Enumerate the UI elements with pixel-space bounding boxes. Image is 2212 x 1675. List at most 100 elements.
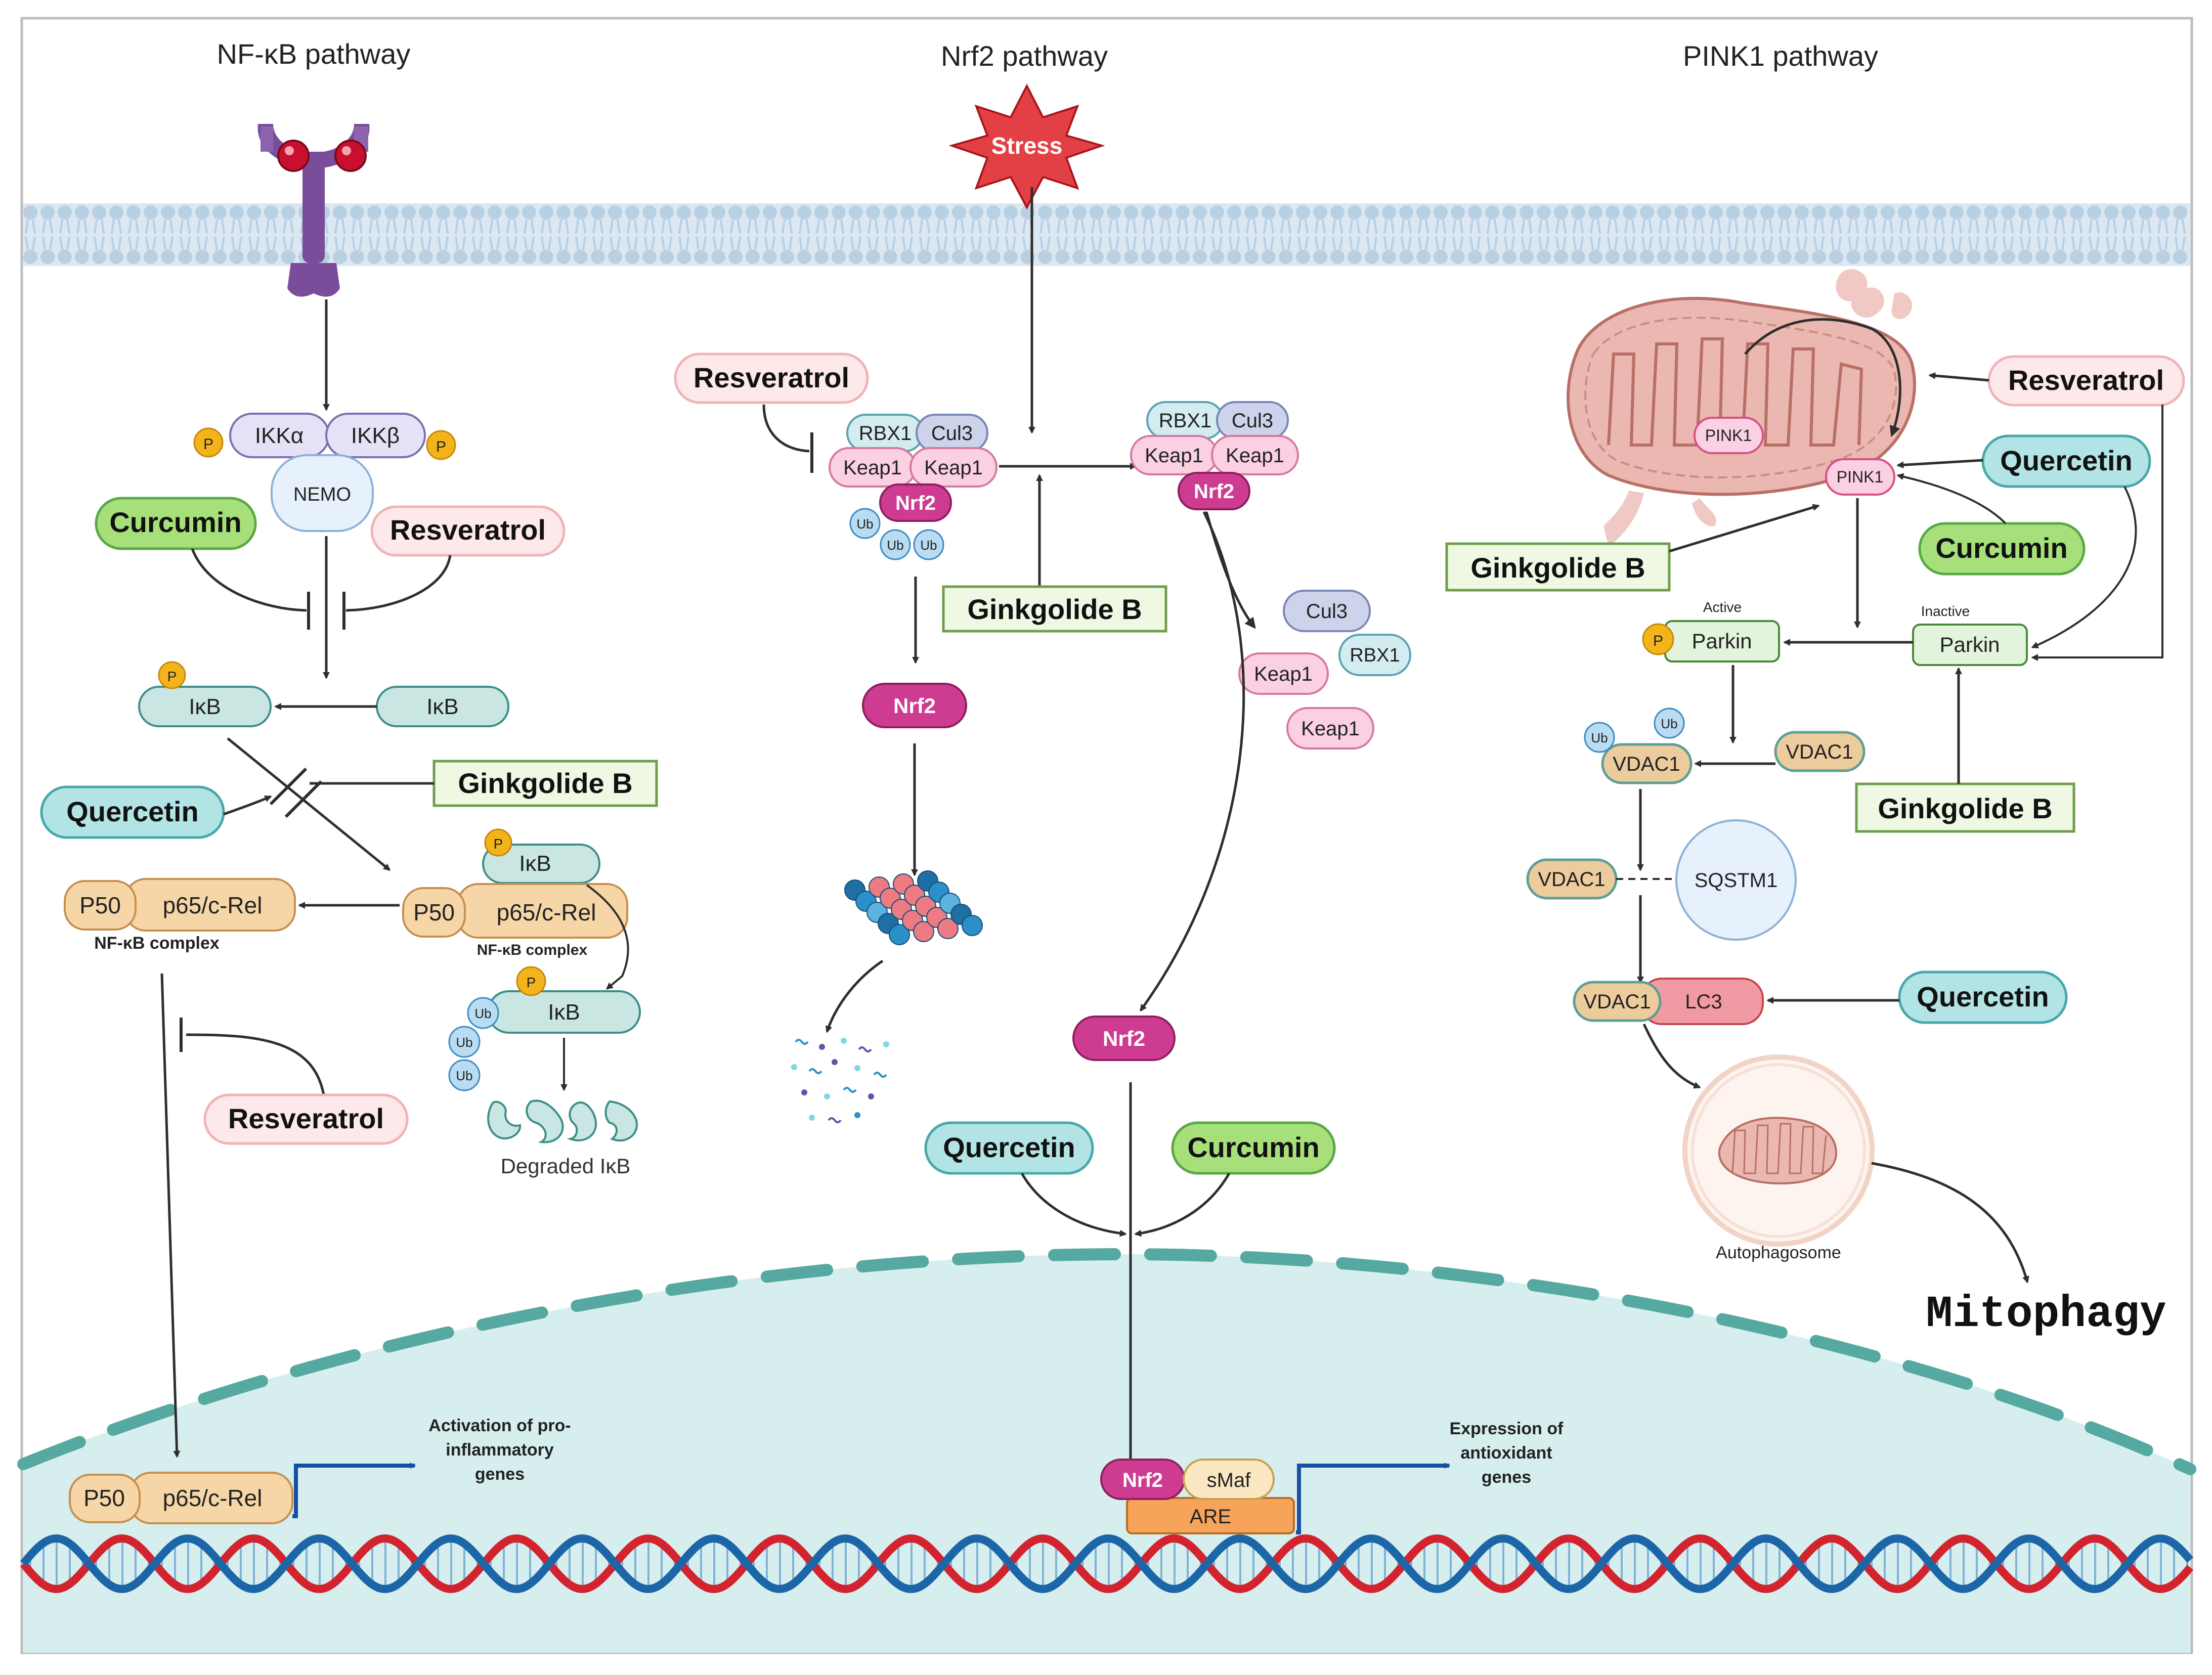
vdac1-sqstm1-label: VDAC1 — [1538, 868, 1605, 891]
activation-line-3: genes — [475, 1465, 525, 1484]
stress-icon: Stress — [948, 83, 1105, 210]
vdac1-ub-2 — [1654, 708, 1685, 739]
ub-3 — [448, 1059, 481, 1091]
ginkgolide-parkin-node: Ginkgolide B — [1855, 782, 2075, 833]
nrf2-nuclear-complex: ARE Nrf2 sMaf — [1100, 1459, 1295, 1534]
ub-2 — [448, 1026, 481, 1058]
nrf2-released-node — [1178, 472, 1250, 510]
inactive-parkin-caption: Inactive — [1921, 603, 1970, 619]
rbx1-released-label: RBX1 — [1159, 410, 1212, 432]
pink1-mito-node: PINK1 — [1694, 417, 1764, 454]
nrf2-bound-label: Nrf2 — [895, 492, 936, 514]
p50-nuclear-node — [69, 1474, 141, 1523]
curcumin-pink1-label: Curcumin — [1935, 532, 2067, 564]
parkin-phospho — [1642, 623, 1674, 655]
cul3-released-label: Cul3 — [1232, 410, 1273, 432]
ub-ikb-label: IκB — [548, 1000, 580, 1025]
pink1-stabilized-node: PINK1 — [1825, 458, 1895, 496]
mitophagy-label: Mitophagy — [1926, 1290, 2166, 1340]
degraded-ikb-icon — [487, 1099, 638, 1143]
ginkgolide-nrf2-node: Ginkgolide B — [942, 585, 1167, 633]
quercetin-nfkb-label: Quercetin — [66, 796, 198, 827]
resveratrol-activates-parkin — [2031, 405, 2163, 661]
activation-line-2: inflammatory — [446, 1440, 554, 1460]
ub-1-label: Ub — [474, 1006, 491, 1021]
vdac1-lc3-label: VDAC1 — [1583, 991, 1651, 1013]
smaf-label: sMaf — [1207, 1469, 1251, 1491]
ikk-alpha-label: IKKα — [255, 423, 303, 448]
nfkb-nuclear-complex: p65/c-Rel P50 — [69, 1472, 293, 1524]
ub-ikb-phospho — [516, 966, 546, 996]
ginkgolide-parkin-label: Ginkgolide B — [1878, 792, 2052, 824]
ikb-label: IκB — [426, 694, 459, 719]
resveratrol-inhibits-keap1 — [762, 404, 810, 453]
autophagosome-icon — [1682, 1054, 1875, 1247]
arrow-autophagosome-to-mitophagy — [1871, 1162, 2029, 1284]
resveratrol-activates-mitochondria — [1928, 372, 1989, 382]
quercetin-lc3-label: Quercetin — [1917, 981, 2049, 1012]
vdac1-ub-node: VDAC1 Ub Ub — [1584, 708, 1693, 784]
ginkgolide-nfkb-label: Ginkgolide B — [458, 767, 632, 799]
nrf2-free-node: Nrf2 — [1072, 1016, 1176, 1061]
pink1-pathway-title: PINK1 pathway — [1683, 40, 1878, 72]
nrf2-ub-3 — [913, 529, 944, 560]
vdac1-lc3-node — [1573, 981, 1662, 1022]
ikb-phospho-p-label: P — [167, 669, 177, 684]
phospho-ikka-label: P — [203, 436, 213, 453]
p65-nuclear-label: p65/c-Rel — [163, 1485, 263, 1511]
mitochondrion-icon — [1567, 269, 1916, 546]
nrf2-free-label: Nrf2 — [1103, 1027, 1145, 1050]
keap1-complex-bound: RBX1 Cul3 Keap1 Keap1 Nrf2 Ub Ub Ub — [829, 414, 997, 560]
keap1-free-b-label: Keap1 — [1301, 718, 1360, 740]
nrf2-ub-1-label: Ub — [856, 516, 873, 532]
nrf2-ub-1 — [849, 508, 881, 539]
inhibition-bar-ikb-1 — [269, 767, 308, 806]
vdac1-lc3-complex: LC3 VDAC1 — [1573, 978, 1764, 1025]
sqstm1-node: SQSTM1 — [1675, 819, 1797, 941]
proteasome-icon — [844, 870, 983, 945]
keap1-released-a-label: Keap1 — [1145, 445, 1203, 467]
keap1-released-b-label: Keap1 — [1226, 445, 1284, 467]
nrf2-released-label: Nrf2 — [1194, 480, 1234, 503]
dna-helix — [20, 1534, 2194, 1594]
ginkgolide-nfkb-node: Ginkgolide B — [432, 760, 658, 807]
ikb-phospho-node: IκB P — [138, 661, 272, 727]
nuclear-envelope — [17, 1248, 2196, 1475]
parkin-phospho-label: P — [1653, 633, 1663, 649]
parkin-inactive-node: Parkin — [1912, 624, 2028, 666]
nfkb-complex-bound-caption: NF-κB complex — [477, 942, 588, 958]
ikb-bound-p-label: P — [494, 836, 503, 852]
resveratrol-pink1-node: Resveratrol — [1987, 355, 2185, 407]
cul3-free-label: Cul3 — [1306, 600, 1348, 623]
active-parkin-caption: Active — [1703, 599, 1742, 615]
ikb-bound-label: IκB — [519, 851, 551, 876]
lc3-label: LC3 — [1685, 991, 1722, 1013]
arrow-ikb-to-ubiquitination — [586, 884, 629, 990]
quercetin-to-ikb-degradation — [223, 795, 272, 816]
ikb-node: IκB — [376, 686, 509, 727]
curcumin-activates-pink1 — [1896, 473, 2007, 524]
vdac1-ub-1 — [1584, 722, 1615, 753]
resveratrol-nfkb-label: Resveratrol — [390, 514, 546, 546]
vdac1-free-node: VDAC1 — [1774, 731, 1866, 772]
phospho-ikkb — [426, 430, 456, 460]
dissociated-proteins: Cul3 RBX1 Keap1 Keap1 — [1238, 590, 1411, 750]
phospho-ikkb-label: P — [436, 438, 446, 455]
p50-free-label: P50 — [79, 892, 121, 918]
quercetin-lc3-node: Quercetin — [1898, 971, 2068, 1024]
ginkgolide-activates-pink1 — [1669, 504, 1820, 553]
nrf2-degraded-label: Nrf2 — [893, 694, 936, 718]
expression-line-2: antioxidant — [1460, 1443, 1552, 1463]
pink1-stabilized-label: PINK1 — [1837, 468, 1883, 486]
keap1-released-b-node — [1211, 435, 1299, 475]
nfkb-pathway-title: NF-κB pathway — [217, 38, 411, 70]
stress-label: Stress — [991, 133, 1063, 159]
activation-line-1: Activation of pro- — [428, 1416, 571, 1435]
curcumin-activates-nrf2 — [1134, 1172, 1231, 1237]
degraded-ikb-label: Degraded IκB — [501, 1154, 631, 1178]
resveratrol-pink1-label: Resveratrol — [2008, 364, 2164, 396]
receptor-icon — [257, 124, 370, 297]
ikk-beta-label: IKKβ — [351, 423, 400, 448]
p65-free-label: p65/c-Rel — [163, 892, 263, 918]
